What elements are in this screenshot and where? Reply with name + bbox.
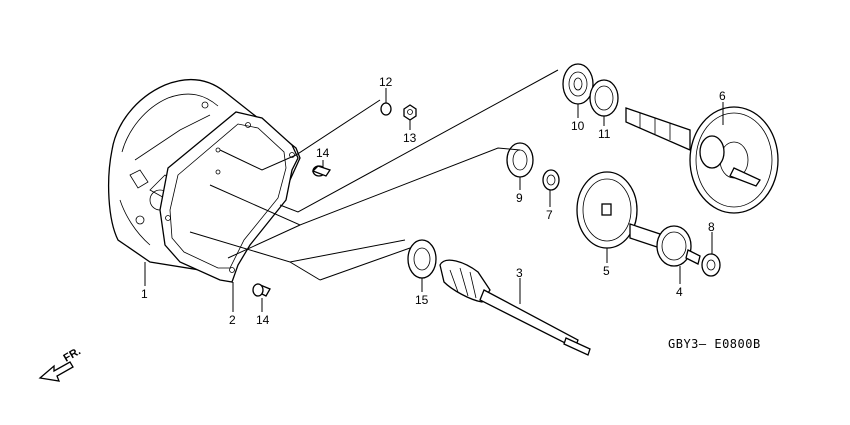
label-part-4: 4 [676,285,683,299]
leader-lines [144,69,724,312]
front-direction-label: FR. [62,345,83,364]
label-part-8: 8 [708,220,715,234]
gasket [159,111,299,283]
label-part-13: 13 [403,131,417,145]
bearing-9 [506,142,534,178]
label-part-11: 11 [598,127,611,141]
label-part-10: 10 [571,119,585,133]
label-part-9: 9 [516,191,523,205]
label-part-2: 2 [229,313,236,327]
label-part-7: 7 [546,208,553,222]
final-shaft-gear [625,106,779,214]
label-part-6: 6 [719,89,726,103]
countershaft-gear [576,171,638,249]
oil-seal-11 [589,79,619,117]
label-part-5: 5 [603,264,610,278]
countershaft [629,223,701,267]
diagram-code: GBY3– E0800B [668,337,761,351]
dowel-pin-upper [311,165,332,177]
label-part-14-lower: 14 [256,313,270,327]
drive-shaft [439,259,591,356]
bearing-15 [407,239,437,279]
label-part-15: 15 [415,293,429,307]
washer-7 [542,169,560,191]
nut [403,104,417,121]
label-part-14-upper: 14 [316,146,330,160]
label-part-12: 12 [379,75,393,89]
label-part-1: 1 [141,287,148,301]
bearing-10 [562,63,594,105]
label-part-3: 3 [516,266,523,280]
front-direction-arrow-icon [38,361,74,382]
dowel-pin-lower [252,283,271,297]
o-ring [380,102,392,116]
washer-8 [701,253,721,277]
